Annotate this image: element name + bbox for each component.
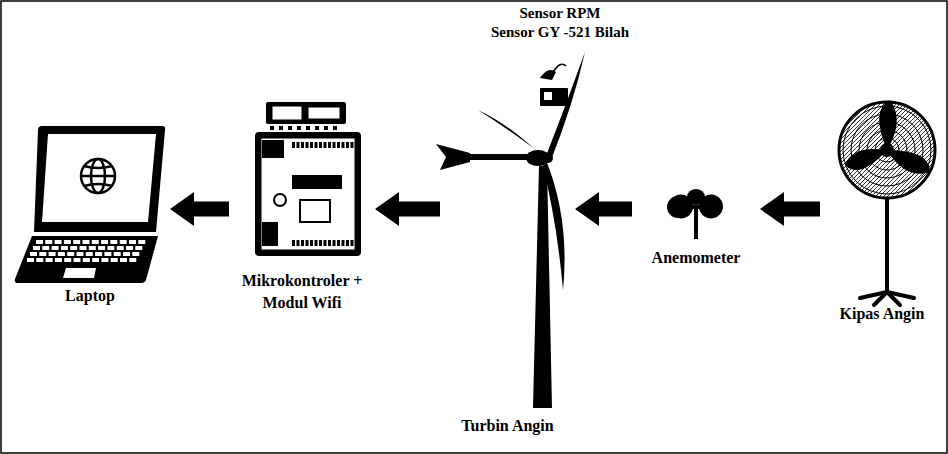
caption: Turbin Angin [459, 415, 555, 440]
caption: Mikrokontroler + Modul Wifi [229, 270, 375, 317]
anemometer-node: Anemometer [632, 180, 760, 272]
sensor-label: Sensor GY -521 Bilah [489, 23, 631, 42]
microcontroller-board [255, 102, 361, 256]
flow-arrow [599, 202, 632, 217]
flow-arrow [194, 202, 229, 217]
laptop-icon [15, 126, 165, 283]
wind-turbine [436, 52, 585, 408]
flow-arrow [399, 202, 440, 217]
turbine-node: Turbin Angin [440, 5, 575, 440]
laptop-node: Laptop [10, 120, 170, 310]
standing-fan [839, 100, 935, 305]
microcontroller-node: Mikrokontroler + Modul Wifi [229, 95, 375, 317]
flow-arrow [784, 202, 820, 217]
fan-node: Kipas Angin [820, 80, 944, 328]
caption: Kipas Angin [838, 303, 927, 328]
caption: Laptop [63, 285, 117, 310]
sensor-label: Sensor RPM [518, 4, 603, 23]
anemometer-icon [667, 189, 723, 239]
caption: Anemometer [650, 247, 743, 272]
